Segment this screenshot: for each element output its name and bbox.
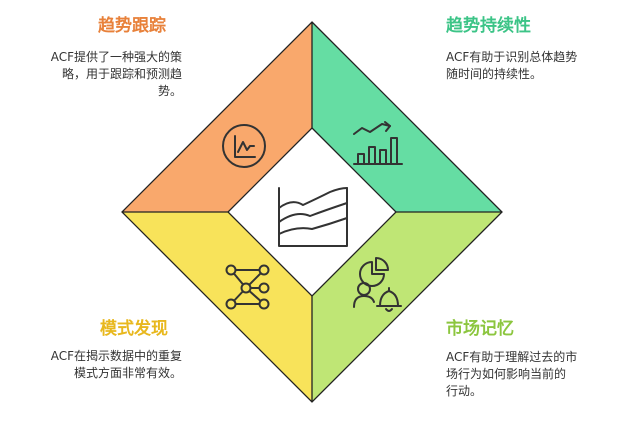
desc-line: 行动。 <box>446 384 483 398</box>
desc-line: 势。 <box>157 84 182 98</box>
title-trend-persistence: 趋势持续性 <box>446 16 531 36</box>
desc-line: ACF有助于理解过去的市 <box>446 350 578 364</box>
desc-line: 模式方面非常有效。 <box>73 366 182 380</box>
desc-line: 场行为如何影响当前的 <box>446 367 567 381</box>
desc-pattern-discovery: ACF在揭示数据中的重复 模式方面非常有效。 <box>51 348 182 382</box>
pie-person-bell-icon <box>353 257 402 312</box>
desc-trend-tracking: ACF提供了一种强大的策 略，用于跟踪和预测趋 势。 <box>51 49 182 100</box>
area-chart-icon <box>278 187 348 247</box>
node-network-icon <box>225 264 270 310</box>
desc-market-memory: ACF有助于理解过去的市 场行为如何影响当前的 行动。 <box>446 349 577 400</box>
title-pattern-discovery: 模式发现 <box>100 319 168 339</box>
title-market-memory: 市场记忆 <box>446 319 514 339</box>
desc-line: ACF在揭示数据中的重复 <box>50 349 182 363</box>
desc-line: 略，用于跟踪和预测趋 <box>61 67 182 81</box>
title-trend-tracking: 趋势跟踪 <box>98 16 166 36</box>
desc-line: ACF有助于识别总体趋势 <box>446 50 578 64</box>
line-chart-circle-icon <box>222 124 266 168</box>
bar-chart-up-trend-icon <box>353 121 403 165</box>
desc-line: 随时间的持续性。 <box>446 67 543 81</box>
desc-line: ACF提供了一种强大的策 <box>50 50 182 64</box>
diagram-outlines <box>121 21 503 403</box>
desc-trend-persistence: ACF有助于识别总体趋势 随时间的持续性。 <box>446 49 577 83</box>
